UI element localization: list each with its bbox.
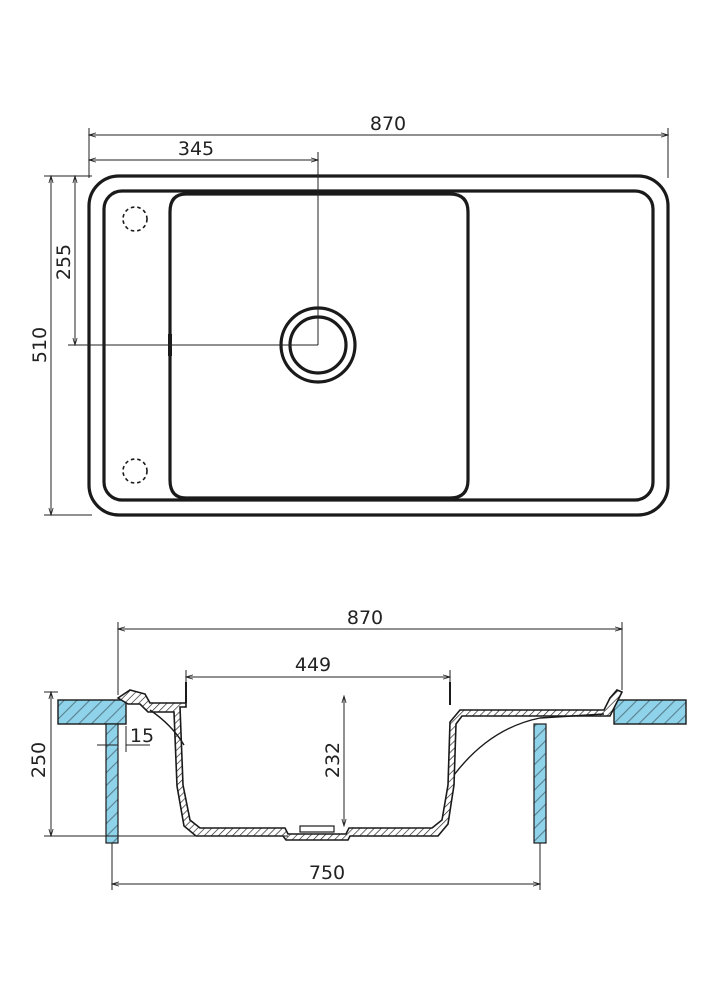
cabinet-wall-left: [105, 723, 119, 844]
sink-section-shell: [116, 689, 624, 841]
cabinet-wall-right: [533, 723, 547, 844]
dim-cabinet-width: 750: [112, 843, 540, 890]
dim-label-449: 449: [295, 654, 331, 676]
dim-label-870-section: 870: [347, 607, 383, 629]
dim-label-750: 750: [309, 862, 345, 884]
dim-label-870-top: 870: [370, 113, 406, 135]
countertop-right: [613, 699, 687, 725]
drain-section: [299, 825, 335, 833]
support-rib-left: [149, 709, 185, 746]
dim-label-510: 510: [29, 327, 51, 363]
dim-rim-offset: 15: [97, 725, 154, 752]
dim-label-232: 232: [322, 742, 344, 778]
dim-overall-depth: 510: [29, 176, 92, 515]
dim-label-345: 345: [178, 138, 214, 160]
dim-drain-offset: 345: [89, 138, 318, 345]
top-view: 870 345 255 510: [29, 113, 670, 517]
dim-bowl-depth: 232: [322, 696, 344, 826]
tap-hole-top-icon: [122, 206, 148, 232]
dim-label-15: 15: [130, 725, 154, 747]
countertop-left: [57, 699, 127, 725]
dim-label-255: 255: [53, 244, 75, 280]
support-rib-right: [453, 713, 605, 776]
dim-bowl-width: 449: [186, 654, 450, 682]
dim-overall-width-section: 870: [118, 607, 622, 695]
tap-hole-bottom-icon: [122, 458, 148, 484]
bowl-outline: [168, 192, 470, 500]
dim-overall-width-top: 870: [89, 113, 668, 178]
dim-total-height: 250: [28, 692, 288, 836]
section-view: 870 449 232 250 15: [28, 607, 687, 890]
dim-drain-depth: 255: [53, 176, 318, 345]
dim-label-250: 250: [28, 742, 50, 778]
